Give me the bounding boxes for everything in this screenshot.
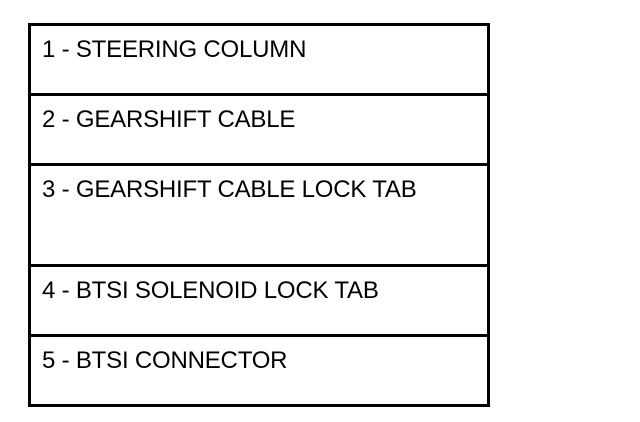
legend-row-gearshift-cable: 2 - GEARSHIFT CABLE [31,96,487,166]
legend-label-btsi-connector: 5 - BTSI CONNECTOR [42,347,288,374]
legend-row-steering-column: 1 - STEERING COLUMN [31,26,487,96]
legend-row-gearshift-cable-lock-tab: 3 - GEARSHIFT CABLE LOCK TAB [31,166,487,267]
legend-label-steering-column: 1 - STEERING COLUMN [42,36,307,63]
parts-legend-table: 1 - STEERING COLUMN 2 - GEARSHIFT CABLE … [28,23,490,407]
legend-label-gearshift-cable-lock-tab: 3 - GEARSHIFT CABLE LOCK TAB [42,176,417,203]
legend-row-btsi-solenoid-lock-tab: 4 - BTSI SOLENOID LOCK TAB [31,267,487,337]
legend-label-gearshift-cable: 2 - GEARSHIFT CABLE [42,106,296,133]
legend-row-btsi-connector: 5 - BTSI CONNECTOR [31,337,487,404]
legend-label-btsi-solenoid-lock-tab: 4 - BTSI SOLENOID LOCK TAB [42,277,379,304]
